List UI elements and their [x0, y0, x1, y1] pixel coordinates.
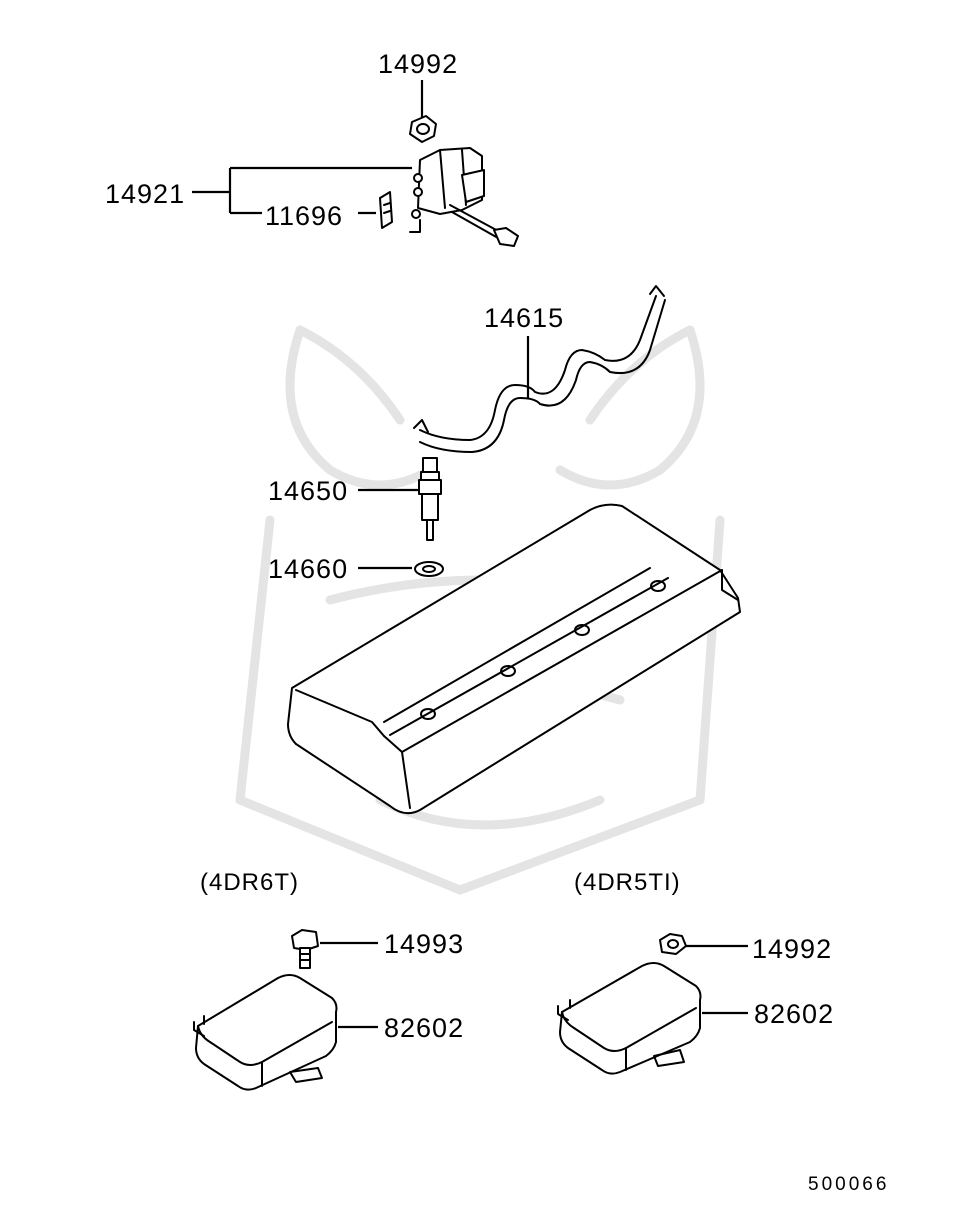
part-14992-right-nut[interactable]: [659, 933, 748, 955]
part-14992-top[interactable]: [409, 80, 437, 143]
part-14993-bolt[interactable]: [291, 929, 378, 969]
variant-label-left: (4DR6T): [200, 869, 299, 896]
part-11696-clip[interactable]: [358, 191, 393, 229]
label-82602-left: 82602: [384, 1013, 464, 1043]
cylinder-head-cover: [287, 503, 741, 815]
part-14615-return-pipe[interactable]: [413, 285, 666, 453]
label-82602-right: 82602: [754, 999, 834, 1029]
label-14992-right: 14992: [752, 934, 832, 964]
diagram-code: 500066: [808, 1174, 889, 1195]
part-14921-valve-assembly[interactable]: [192, 147, 519, 247]
part-14650-glow-plug[interactable]: [358, 457, 442, 541]
part-14660-gasket[interactable]: [358, 561, 444, 577]
label-11696: 11696: [265, 201, 343, 231]
label-14650: 14650: [268, 476, 348, 506]
variant-label-right: (4DR5TI): [574, 869, 681, 896]
label-14660: 14660: [268, 554, 348, 584]
label-14993: 14993: [384, 929, 464, 959]
label-14921: 14921: [105, 179, 185, 209]
label-14615: 14615: [484, 303, 564, 333]
part-82602-right-control-unit[interactable]: [557, 962, 748, 1075]
label-14992-top: 14992: [378, 49, 458, 79]
part-82602-left-control-unit[interactable]: [193, 974, 378, 1091]
